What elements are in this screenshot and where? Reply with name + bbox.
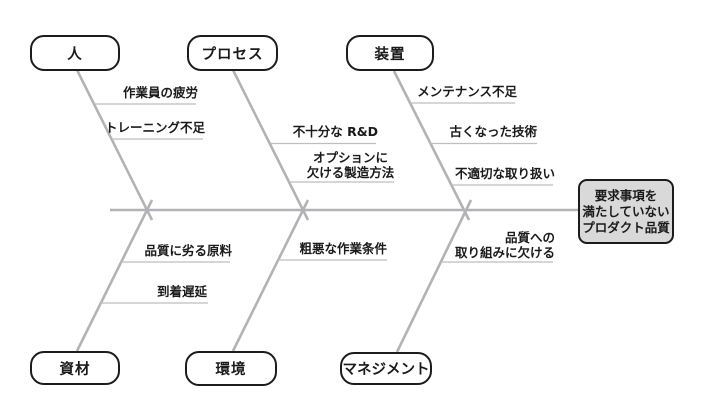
branch-line-process — [231, 69, 310, 221]
category-node-equipment[interactable]: 装置 — [346, 35, 434, 71]
branch-line-materials — [75, 199, 154, 352]
cause-label-people-1[interactable]: トレーニング不足 — [104, 120, 205, 135]
cause-label-process-0[interactable]: 不十分な R&D — [292, 124, 378, 139]
cause-label-equipment-1[interactable]: 古くなった技術 — [449, 124, 537, 139]
branch-line-people — [75, 69, 154, 221]
cause-label-equipment-2[interactable]: 不適切な取り扱い — [454, 166, 555, 181]
branch-line-equipment — [392, 70, 471, 221]
cause-label-environment-0[interactable]: 粗悪な作業条件 — [299, 241, 387, 256]
branch-line-management — [395, 199, 473, 353]
category-node-management[interactable]: マネジメント — [340, 352, 432, 385]
category-node-materials[interactable]: 資材 — [30, 351, 120, 385]
cause-label-materials-0[interactable]: 品質に劣る原料 — [144, 243, 232, 258]
cause-label-materials-1[interactable]: 到着遅延 — [156, 284, 207, 299]
effect-node[interactable]: 要求事項を 満たしていない プロダクト品質 — [578, 179, 674, 244]
cause-label-people-0[interactable]: 作業員の疲労 — [122, 85, 198, 100]
cause-label-process-1[interactable]: オプションに 欠ける製造方法 — [306, 150, 395, 180]
cause-label-equipment-0[interactable]: メンテナンス不足 — [417, 84, 517, 99]
cause-label-management-0[interactable]: 品質への 取り組みに欠ける — [454, 230, 555, 260]
category-node-environment[interactable]: 環境 — [185, 351, 277, 386]
category-node-people[interactable]: 人 — [30, 35, 120, 71]
branch-line-environment — [231, 199, 310, 352]
category-node-process[interactable]: プロセス — [187, 35, 278, 71]
